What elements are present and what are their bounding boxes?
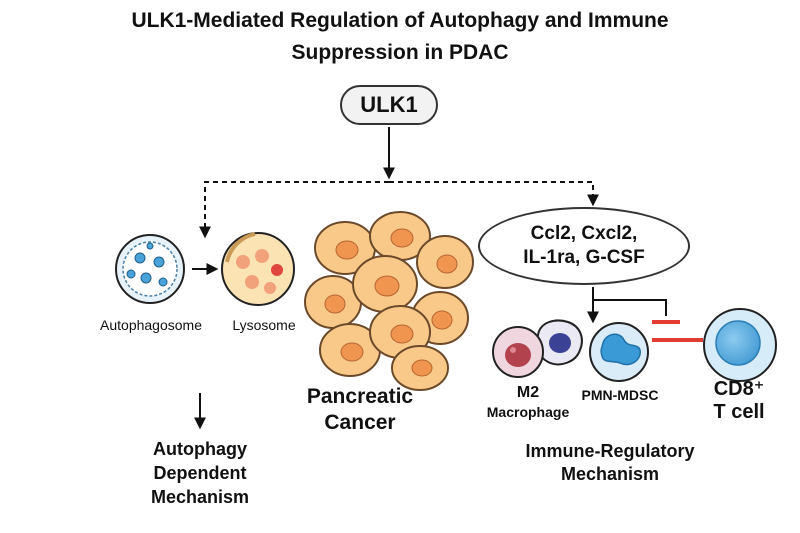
autophagy-mechanism-line1: Autophagy — [120, 438, 280, 461]
inhibition-icon — [652, 322, 703, 340]
m2-label-line1: M2 — [498, 383, 558, 403]
cytokines-node: Ccl2, Cxcl2, IL-1ra, G-CSF — [478, 207, 690, 285]
tcell-label-line2: T cell — [694, 400, 784, 424]
cancer-cell-cluster-icon — [305, 212, 473, 390]
dashed-branch-right — [389, 182, 593, 204]
autophagosome-label: Autophagosome — [82, 317, 220, 333]
lysosome-icon — [222, 233, 294, 305]
immune-mechanism-line1: Immune-Regulatory — [510, 440, 710, 463]
cancer-label-line1: Pancreatic — [298, 384, 422, 409]
cytokines-line1: Ccl2, Cxcl2, — [531, 222, 638, 246]
immune-mechanism-line2: Mechanism — [510, 463, 710, 486]
pmn-mdsc-icon — [590, 323, 648, 381]
cytokine-to-tcell-line — [593, 300, 666, 316]
autophagosome-icon — [116, 235, 184, 303]
cd8-t-cell-icon — [704, 309, 776, 381]
lysosome-label: Lysosome — [224, 317, 304, 333]
tcell-label-line1: CD8⁺ — [694, 377, 784, 401]
autophagy-mechanism-line2: Dependent — [120, 462, 280, 485]
mdsc-label: PMN-MDSC — [568, 386, 672, 404]
m2-label-line2: Macrophage — [470, 403, 586, 421]
autophagy-mechanism-line3: Mechanism — [120, 486, 280, 509]
cytokines-line2: IL-1ra, G-CSF — [523, 246, 644, 270]
m2-macrophage-icon — [493, 321, 582, 377]
cancer-label-line2: Cancer — [298, 410, 422, 435]
